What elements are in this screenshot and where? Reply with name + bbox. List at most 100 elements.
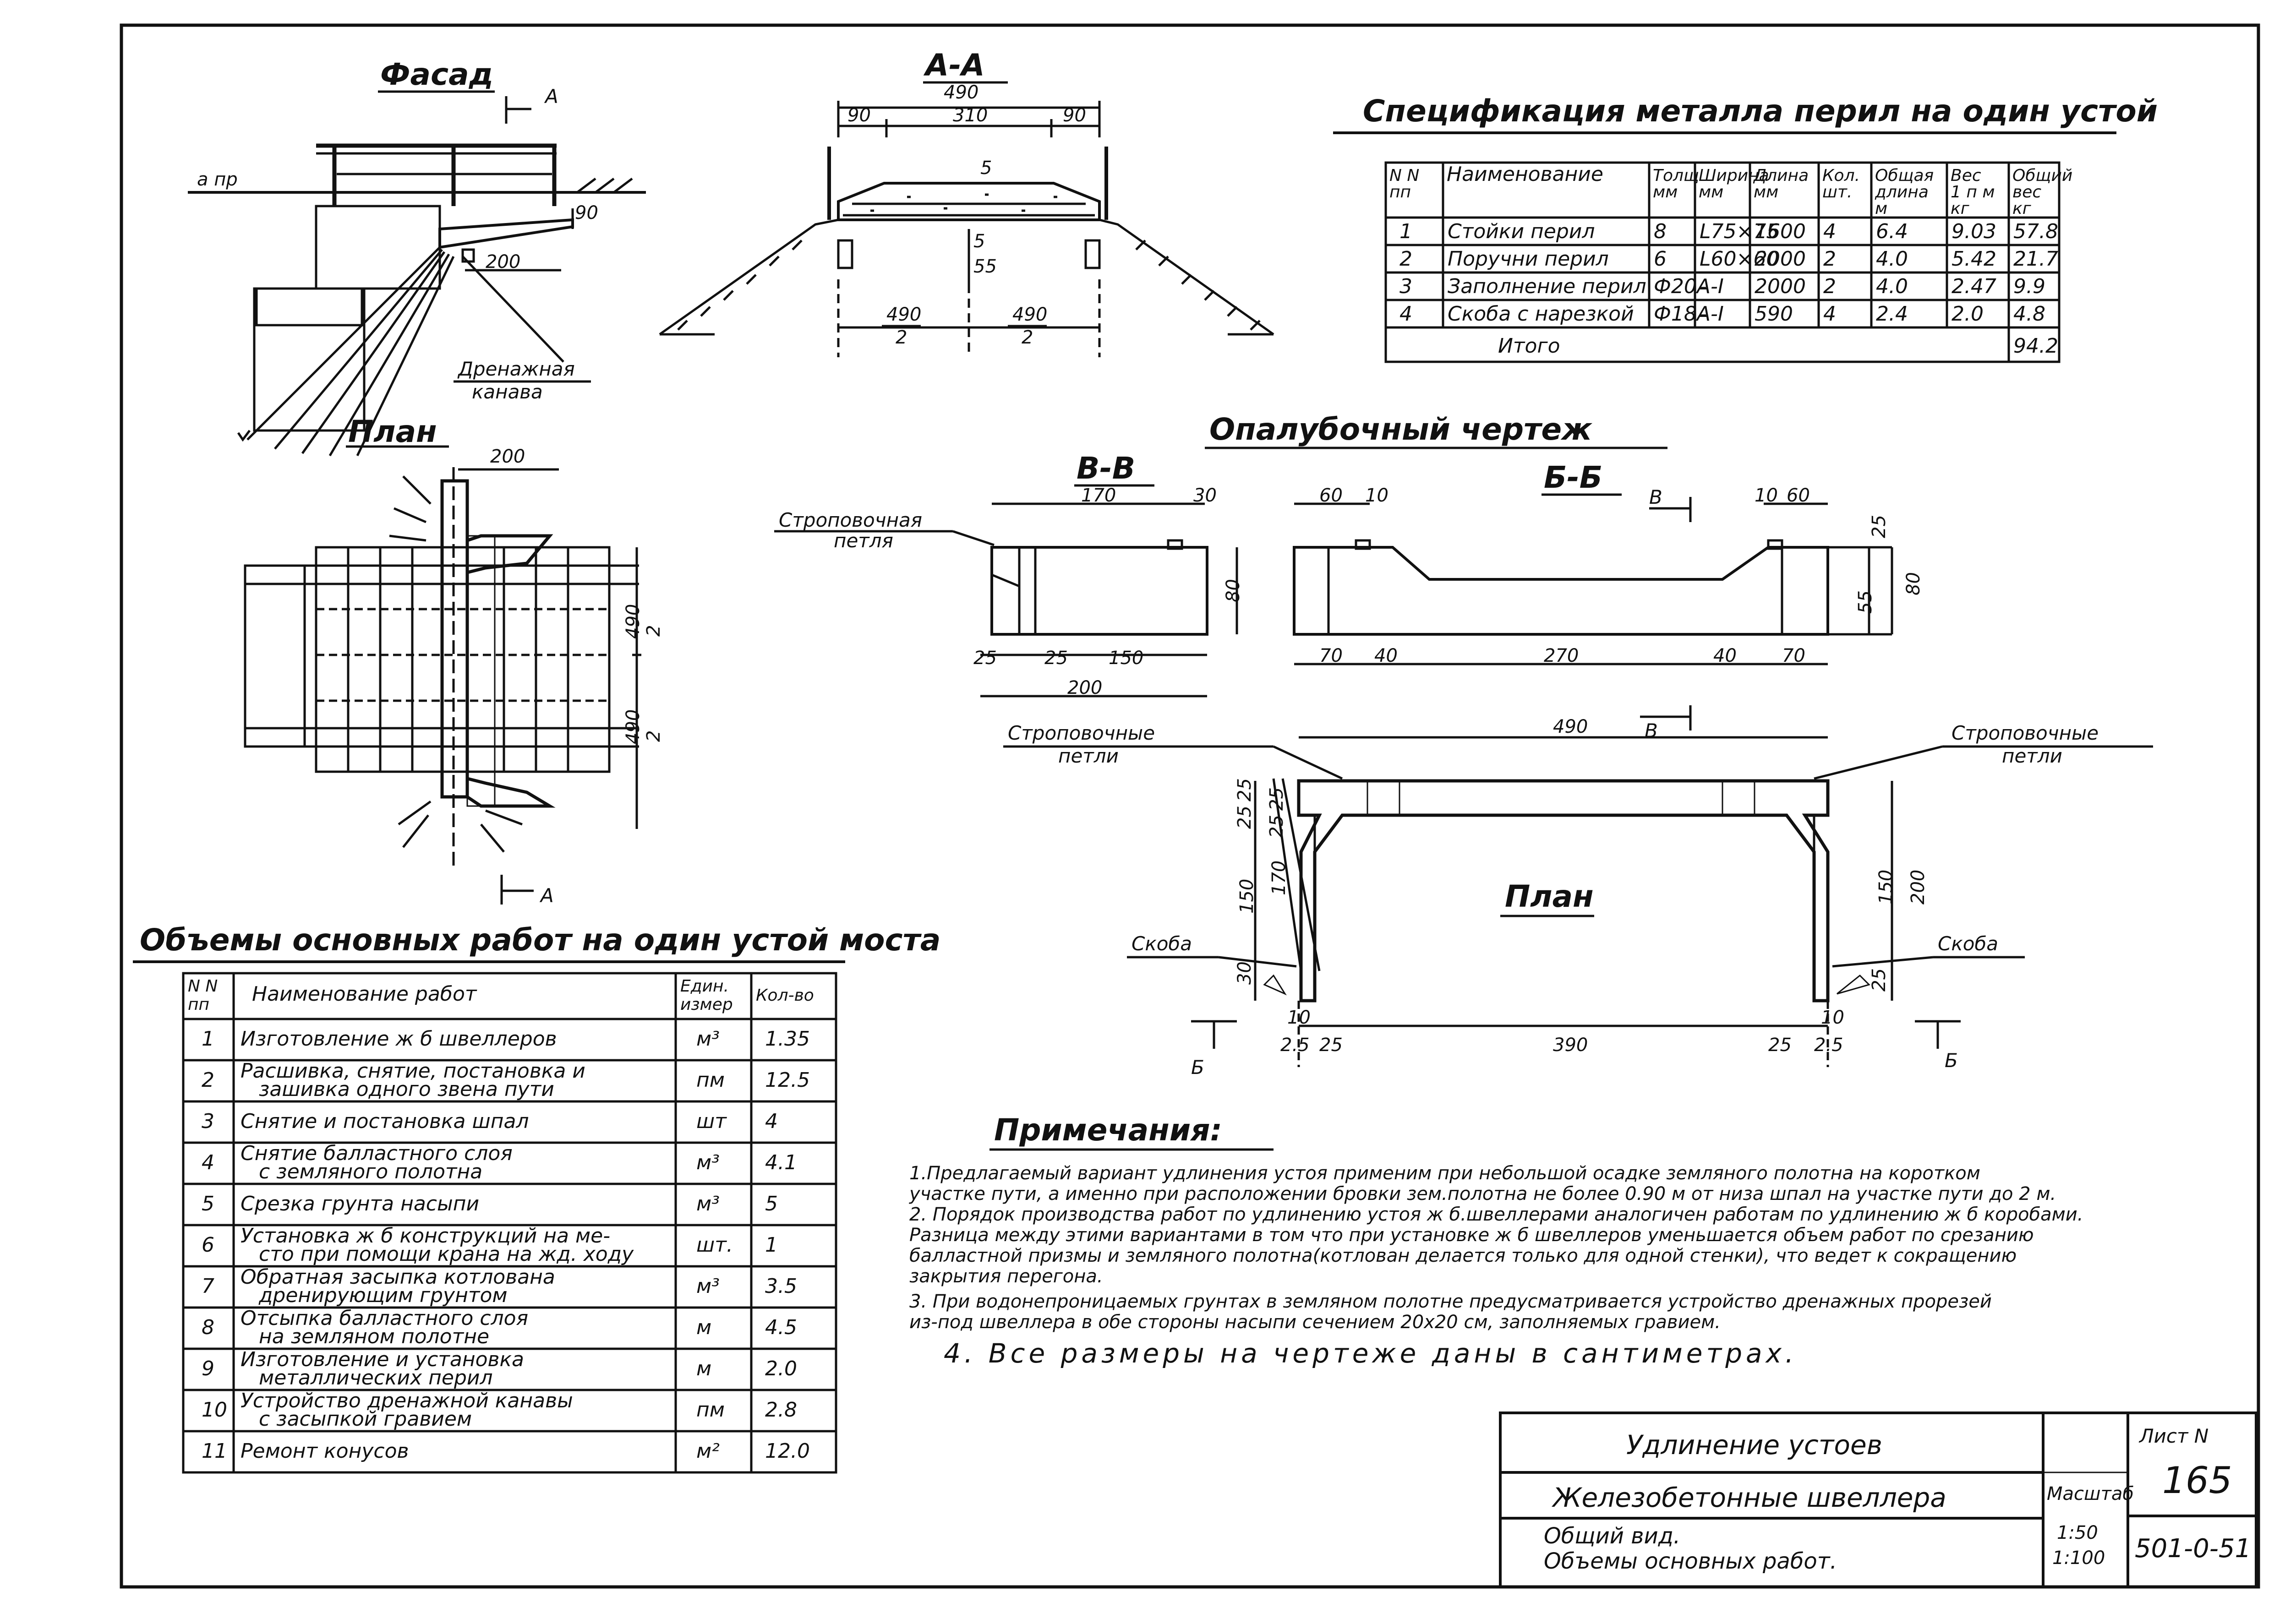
works-qty-3: 4.1: [765, 1151, 797, 1174]
works-unit-0: м³: [696, 1027, 720, 1051]
works-unit-8: м: [696, 1357, 711, 1380]
spec-cell-1-5: 2: [1823, 247, 1836, 271]
section-vv-dim-170: 170: [1081, 485, 1116, 506]
plan-right-title: План: [1505, 879, 1594, 914]
section-bb-dim-70b: 70: [1782, 645, 1805, 666]
works-qty-1: 12.5: [765, 1068, 810, 1092]
notes-line-2: 2. Порядок производства работ по удлинен…: [909, 1204, 2083, 1225]
scale-1: 1:50: [2057, 1522, 2098, 1543]
section-aa-dim-5b: 5: [973, 231, 985, 252]
plan-right-l-25d: 25: [1266, 815, 1287, 838]
spec-header-8-1: вес: [2012, 183, 2041, 202]
drawing-code: 501-0-51: [2135, 1534, 2251, 1564]
works-num-5: 6: [202, 1233, 214, 1257]
section-vv-dim-25b: 25: [1044, 648, 1068, 669]
section-bb-dim-60b: 60: [1787, 485, 1810, 506]
works-unit-2: шт: [696, 1110, 727, 1133]
plan-right-mark-l: Б: [1191, 1056, 1204, 1079]
formwork-title: Опалубочный чертеж: [1209, 412, 1592, 447]
section-aa-dim-310: 310: [953, 105, 988, 126]
spec-cell-0-1: Стойки перил: [1448, 220, 1595, 243]
spec-cell-1-8: 21.7: [2013, 247, 2058, 271]
section-aa-dim-55: 55: [973, 256, 997, 277]
works-unit-10: м²: [696, 1439, 720, 1463]
works-unit-3: м³: [696, 1151, 720, 1174]
plan-right-l-25a: 25: [1234, 778, 1255, 801]
facade-callout-2: канава: [472, 381, 543, 403]
notes-line-7: из-под швеллера в обе стороны насыпи сеч…: [909, 1312, 1721, 1333]
plan-right-mark-r: Б: [1945, 1049, 1958, 1072]
works-name-3-0: Снятие балластного слоя: [241, 1142, 513, 1165]
facade-level: а пр: [197, 169, 238, 190]
plan-right-r-25: 25: [1869, 968, 1890, 992]
works-name-8-0: Изготовление и установка: [241, 1348, 524, 1371]
section-aa-dim-90l: 90: [847, 105, 871, 126]
works-num-8: 9: [202, 1357, 214, 1380]
section-bb-dim-10b: 10: [1755, 485, 1778, 506]
plan-right-b-25r: 25: [1768, 1035, 1792, 1056]
plan-right-b-10r: 10: [1821, 1007, 1844, 1028]
spec-title: Спецификация металла перил на один устой: [1363, 93, 2158, 129]
section-vv-dim-25a: 25: [973, 648, 997, 669]
section-vv-title: В-В: [1077, 451, 1135, 486]
works-name-9-0: Устройство дренажной канавы: [241, 1389, 573, 1412]
plan-right-dim-490: 490: [1553, 716, 1588, 737]
plan-right-b-390: 390: [1553, 1035, 1588, 1056]
works-qty-9: 2.8: [765, 1398, 797, 1422]
spec-header-2-0: Толщ: [1653, 166, 1699, 185]
notes-line-3: Разница между этими вариантами в том что…: [909, 1225, 2034, 1246]
spec-cell-3-3: -: [1700, 302, 1707, 326]
works-title: Объемы основных работ на один устой мост…: [140, 922, 940, 958]
notes-line-8: 4. Все размеры на чертеже даны в сантиме…: [944, 1338, 1797, 1369]
works-name-9-1: с засыпкой гравием: [259, 1407, 472, 1431]
works-header-1-0: Наименование работ: [252, 982, 477, 1006]
works-name-5-0: Установка ж б конструкций на ме-: [241, 1224, 610, 1248]
notes-title: Примечания:: [994, 1112, 1222, 1148]
works-header-0-0: N N: [188, 977, 218, 996]
section-bb-title: Б-Б: [1544, 460, 1602, 495]
section-bb-dim-70a: 70: [1319, 645, 1343, 666]
spec-total-label: Итого: [1498, 334, 1560, 358]
spec-cell-2-8: 9.9: [2013, 275, 2045, 298]
plan-left-side-2-den: 2: [643, 730, 664, 742]
works-qty-5: 1: [765, 1233, 778, 1257]
works-name-1-1: зашивка одного звена пути: [259, 1078, 554, 1101]
spec-header-3-0: Ширина: [1699, 166, 1769, 185]
notes-block: Примечания: 1.Предлагаемый вариант удлин…: [909, 1112, 2083, 1369]
works-qty-6: 3.5: [765, 1275, 797, 1298]
plan-right-callout-l-2: петли: [1058, 745, 1119, 767]
spec-header-4-1: мм: [1754, 183, 1778, 202]
spec-cell-1-4: 2000: [1755, 247, 1806, 271]
spec-cell-0-7: 9.03: [1952, 220, 1996, 243]
section-bb-marker-bottom: В: [1645, 719, 1658, 742]
spec-cell-0-0: 1: [1399, 220, 1412, 243]
works-num-2: 3: [202, 1110, 214, 1133]
section-aa-dim-5a: 5: [980, 158, 992, 179]
works-num-7: 8: [202, 1316, 214, 1339]
spec-cell-1-0: 2: [1399, 247, 1412, 271]
works-name-4-0: Срезка грунта насыпи: [241, 1192, 479, 1215]
sheet-number: 165: [2162, 1459, 2232, 1502]
notes-line-6: 3. При водонепроницаемых грунтах в земля…: [909, 1291, 1992, 1312]
spec-header-8-0: Общий: [2012, 166, 2072, 185]
section-bb-dim-40b: 40: [1713, 645, 1737, 666]
works-num-3: 4: [202, 1151, 214, 1174]
section-aa-half-l-num: 490: [886, 304, 921, 325]
works-num-10: 11: [202, 1439, 227, 1463]
spec-cell-3-8: 4.8: [2013, 302, 2045, 326]
section-bb-dim-60a: 60: [1319, 485, 1343, 506]
spec-header-8-2: кг: [2012, 199, 2032, 218]
works-num-9: 10: [202, 1398, 227, 1422]
spec-cell-3-7: 2.0: [1952, 302, 1984, 326]
works-unit-1: пм: [696, 1068, 725, 1092]
section-bb-dim-55: 55: [1855, 590, 1876, 614]
works-qty-0: 1.35: [765, 1027, 810, 1051]
works-name-6-0: Обратная засыпка котлована: [241, 1265, 555, 1289]
spec-cell-2-6: 4.0: [1876, 275, 1908, 298]
facade-callout-1: Дренажная: [457, 358, 575, 380]
sheet-label: Лист N: [2138, 1425, 2208, 1447]
spec-border: [1384, 161, 2061, 363]
works-num-0: 1: [202, 1027, 214, 1051]
plan-left-view: План 200 490 2 490 2: [244, 414, 664, 907]
spec-header-0-0: N N: [1389, 166, 1419, 185]
